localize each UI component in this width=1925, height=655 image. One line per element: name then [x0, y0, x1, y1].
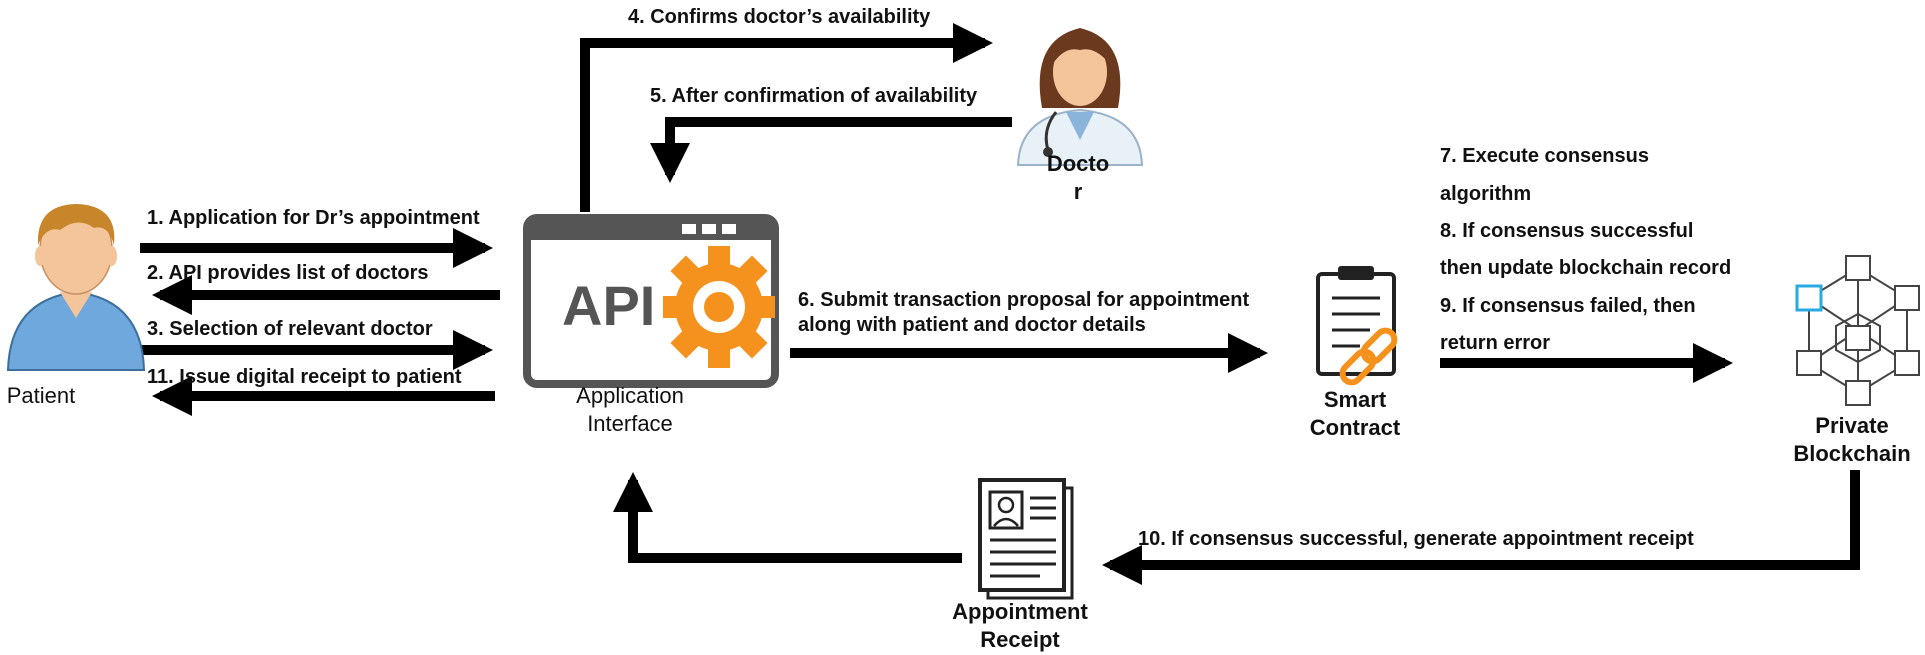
- step-1-label: 1. Application for Dr’s appointment: [147, 207, 480, 229]
- api-label: Application Interface: [550, 382, 710, 438]
- api-icon-text: API: [562, 274, 655, 337]
- step-6-label-line2: along with patient and doctor details: [798, 314, 1146, 336]
- step-9-label-line2: return error: [1440, 332, 1551, 354]
- smart-contract-icon: [1316, 266, 1398, 386]
- arrow-receipt-to-api: [613, 472, 962, 563]
- step-7-label-line2: algorithm: [1440, 183, 1532, 205]
- step-6-label-line1: 6. Submit transaction proposal for appoi…: [798, 289, 1250, 311]
- doctor-icon: [1016, 28, 1144, 166]
- api-label-line1: Application: [576, 383, 684, 408]
- doctor-label-line1: Docto: [1046, 151, 1110, 176]
- step-5-label: 5. After confirmation of availability: [650, 85, 978, 107]
- step-2-label: 2. API provides list of doctors: [147, 262, 429, 284]
- step-11-label: 11. Issue digital receipt to patient: [147, 366, 462, 388]
- blockchain-icon: [1795, 255, 1920, 406]
- receipt-label-line2: Receipt: [980, 627, 1060, 652]
- receipt-label-line1: Appointment: [952, 599, 1088, 624]
- doctor-label: Docto r: [1038, 150, 1118, 206]
- receipt-label: Appointment Receipt: [940, 598, 1100, 654]
- smart-contract-label-line1: Smart: [1323, 387, 1387, 412]
- smart-contract-label-line2: Contract: [1309, 415, 1401, 440]
- gear-icon: [663, 246, 775, 368]
- doctor-label-line2: r: [1073, 179, 1083, 204]
- blockchain-label: Private Blockchain: [1782, 412, 1922, 468]
- arrow-step-10: [1102, 470, 1860, 585]
- arrow-step-4: [580, 23, 993, 212]
- patient-icon: [6, 204, 146, 371]
- step-7-label-line1: 7. Execute consensus: [1440, 145, 1649, 167]
- blockchain-label-line1: Private: [1815, 413, 1889, 438]
- chain-link-icon: [1339, 327, 1398, 386]
- highlighted-block: [1795, 284, 1823, 312]
- arrow-step-5: [650, 117, 1012, 183]
- patient-label: Patient: [6, 383, 76, 408]
- api-icon: API: [523, 214, 779, 388]
- smart-contract-label: Smart Contract: [1290, 386, 1420, 442]
- step-8-label-line2: then update blockchain record: [1440, 257, 1732, 279]
- step-4-label: 4. Confirms doctor’s availability: [628, 6, 931, 28]
- receipt-icon: [978, 478, 1074, 600]
- step-9-label-line1: 9. If consensus failed, then: [1440, 295, 1696, 317]
- step-8-label-line1: 8. If consensus successful: [1440, 220, 1694, 242]
- api-label-line2: Interface: [587, 411, 673, 436]
- blockchain-label-line2: Blockchain: [1793, 441, 1911, 466]
- step-3-label: 3. Selection of relevant doctor: [147, 318, 433, 340]
- connectors: [140, 23, 1860, 585]
- step-10-label: 10. If consensus successful, generate ap…: [1138, 528, 1694, 550]
